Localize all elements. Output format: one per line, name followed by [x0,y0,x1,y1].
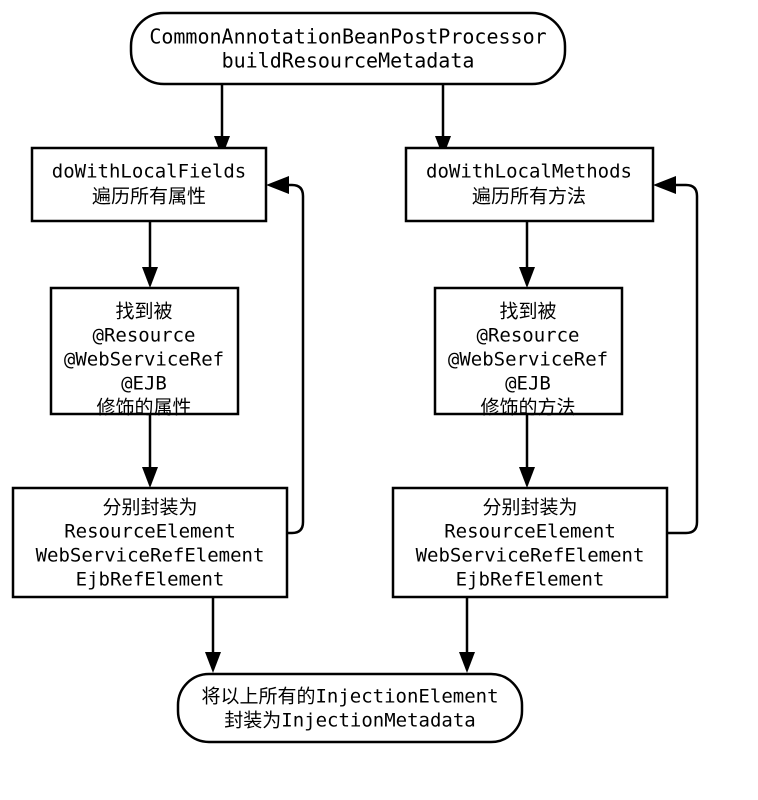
edge-root-to-fields [214,84,230,157]
node-shape-rect [49,286,240,416]
node-injection-metadata[interactable]: 将以上所有的InjectionElement 封装为InjectionMetad… [176,672,524,744]
node-label-line3: @WebServiceRef [448,349,608,371]
arrow-head-icon [142,267,158,288]
edge-find-methods-to-wrap [519,414,535,488]
arrow-head-icon [519,467,535,488]
node-find-annotated-methods[interactable]: 找到被 @Resource @WebServiceRef @EJB 修饰的方法 [433,286,624,419]
node-shape-rect [404,146,655,223]
node-shape-rect [433,286,624,416]
node-label-line3: WebServiceRefElement [416,545,645,567]
edge-wrap-fields-to-result [205,597,221,673]
node-label-line2: 遍历所有方法 [472,186,586,208]
node-do-with-local-methods[interactable]: doWithLocalMethods 遍历所有方法 [404,146,655,223]
node-label-line1: 找到被 [115,301,172,323]
node-label-line4: EjbRefElement [456,569,605,591]
node-label-line1: doWithLocalFields [52,161,246,183]
node-build-resource-metadata[interactable]: CommonAnnotationBeanPostProcessor buildR… [129,11,567,86]
node-label-line5: 修饰的方法 [480,397,575,419]
node-label-line2: 封装为InjectionMetadata [224,710,475,732]
arrow-head-icon [459,652,475,673]
node-label-line4: @EJB [121,373,167,395]
node-label-line1: doWithLocalMethods [426,161,632,183]
edge-loop-fields [266,176,305,535]
node-shape-rounded [129,11,567,86]
node-label-line4: @EJB [505,373,551,395]
edge-fields-to-find [142,221,158,288]
node-label-line2: buildResourceMetadata [222,49,475,73]
edge-line [667,183,699,535]
node-shape-rect [11,486,289,599]
edge-wrap-methods-to-result [459,597,475,673]
node-label-line4: EjbRefElement [76,569,225,591]
node-do-with-local-fields[interactable]: doWithLocalFields 遍历所有属性 [30,146,268,223]
arrow-head-icon [653,176,676,194]
node-label-line3: WebServiceRefElement [36,545,265,567]
node-label-line1: 找到被 [499,301,556,323]
edge-root-to-methods [435,84,451,157]
arrow-head-icon [519,267,535,288]
arrow-head-icon [435,136,451,157]
node-label-line2: @Resource [93,325,196,347]
arrow-head-icon [205,652,221,673]
node-label-line3: @WebServiceRef [64,349,224,371]
node-find-annotated-fields[interactable]: 找到被 @Resource @WebServiceRef @EJB 修饰的属性 [49,286,240,419]
node-shape-rounded [176,672,524,744]
node-label-line1: CommonAnnotationBeanPostProcessor [149,25,546,49]
node-shape-rect [30,146,268,223]
node-label-line2: @Resource [477,325,580,347]
edge-methods-to-find [519,221,535,288]
node-wrap-fields-elements[interactable]: 分别封装为 ResourceElement WebServiceRefEleme… [11,486,289,599]
edge-loop-methods [653,176,699,535]
node-label-line5: 修饰的属性 [96,397,191,419]
node-label-line2: 遍历所有属性 [92,186,206,208]
arrow-head-icon [142,467,158,488]
node-label-line2: ResourceElement [444,521,616,543]
edge-find-fields-to-wrap [142,414,158,488]
node-shape-rect [391,486,669,599]
node-wrap-methods-elements[interactable]: 分别封装为 ResourceElement WebServiceRefEleme… [391,486,669,599]
arrow-head-icon [266,176,289,194]
node-label-line1: 分别封装为 [102,497,197,519]
arrow-head-icon [214,136,230,157]
edge-line [283,183,305,535]
node-label-line1: 分别封装为 [482,497,577,519]
node-label-line2: ResourceElement [64,521,236,543]
node-label-line1: 将以上所有的InjectionElement [201,686,498,708]
